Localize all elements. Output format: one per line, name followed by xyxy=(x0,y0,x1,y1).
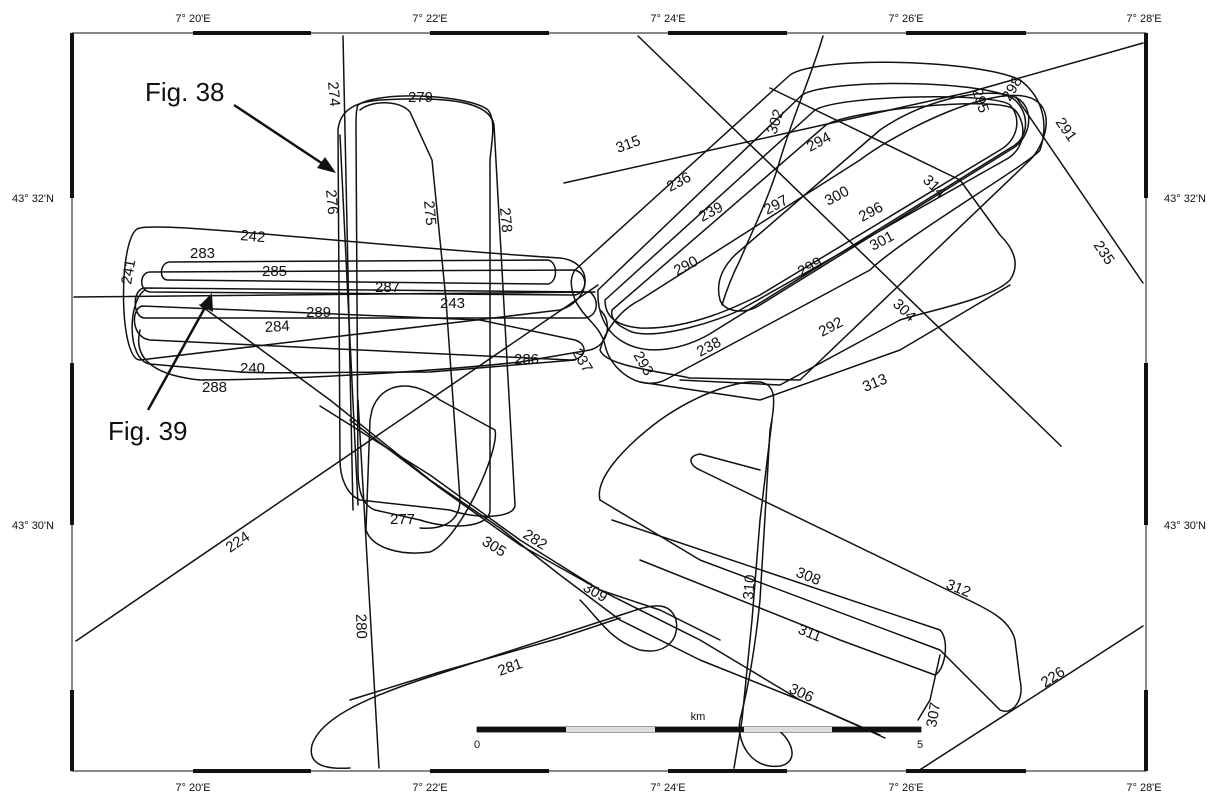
fig-38-arrow xyxy=(233,103,327,168)
track-label: 280 xyxy=(352,614,370,640)
track-226 xyxy=(917,625,1144,772)
track-299-loop xyxy=(717,92,1030,312)
lon-label: 7° 22'E xyxy=(412,13,447,25)
fig-38-label: Fig. 38 xyxy=(145,77,225,107)
track-main-ew xyxy=(73,291,596,298)
track-242-loop xyxy=(122,226,586,361)
track-302 xyxy=(721,35,824,306)
track-label: 289 xyxy=(306,304,331,321)
track-278-loop xyxy=(337,98,516,518)
lon-label: 7° 26'E xyxy=(888,782,923,794)
scale-unit: km xyxy=(691,711,706,723)
track-300-loop xyxy=(610,103,1024,335)
track-label: 307 xyxy=(923,701,944,729)
track-label: 241 xyxy=(118,258,139,286)
track-310 xyxy=(733,419,773,769)
latitude-labels: 43° 32'N 43° 30'N 43° 32'N 43° 30'N xyxy=(12,193,1206,532)
track-282 xyxy=(349,419,721,641)
track-313 xyxy=(639,284,1011,401)
track-276 xyxy=(339,134,359,506)
map-frame xyxy=(70,31,1148,773)
track-274 xyxy=(342,35,354,511)
survey-tracks xyxy=(73,35,1144,772)
track-281 xyxy=(349,617,621,701)
track-224 xyxy=(75,284,599,642)
track-label: 240 xyxy=(240,360,265,377)
track-label: 276 xyxy=(322,189,341,215)
track-label: 310 xyxy=(740,574,759,600)
track-280 xyxy=(357,399,380,769)
fig-38-arrowhead xyxy=(317,157,336,173)
track-277-loop xyxy=(365,385,497,554)
fig-39-arrow xyxy=(146,303,209,411)
track-314-loop xyxy=(679,87,1016,386)
track-label: 242 xyxy=(240,227,266,246)
track-label: 286 xyxy=(514,351,539,368)
lon-label: 7° 28'E xyxy=(1126,13,1161,25)
lat-label: 43° 32'N xyxy=(1164,193,1206,205)
track-label: 277 xyxy=(390,511,415,528)
track-279-loop xyxy=(355,95,494,527)
track-239-loop xyxy=(597,82,1027,351)
track-315 xyxy=(563,42,1144,184)
track-label: 275 xyxy=(420,200,439,226)
longitude-labels-bottom: 7° 20'E 7° 22'E 7° 24'E 7° 26'E 7° 28'E xyxy=(175,782,1161,794)
track-label: 285 xyxy=(262,263,287,280)
track-306 xyxy=(199,304,881,736)
track-290-loop xyxy=(604,96,1018,329)
track-308-loop xyxy=(598,381,793,767)
lat-label: 43° 30'N xyxy=(1164,520,1206,532)
track-285-loop xyxy=(141,269,586,296)
track-312-loop xyxy=(599,453,1022,712)
track-label: 243 xyxy=(440,295,465,312)
figure-annotations: Fig. 38 Fig. 39 xyxy=(108,77,336,446)
track-label: 283 xyxy=(190,245,215,262)
track-label: 288 xyxy=(202,379,227,396)
track-309-loop xyxy=(310,599,678,770)
lon-label: 7° 22'E xyxy=(412,782,447,794)
longitude-labels-top: 7° 20'E 7° 22'E 7° 24'E 7° 26'E 7° 28'E xyxy=(175,13,1161,25)
track-label: 279 xyxy=(408,89,433,106)
scale-start: 0 xyxy=(474,739,480,751)
lon-label: 7° 24'E xyxy=(650,13,685,25)
track-275-loop xyxy=(359,102,461,529)
scale-bar: km 0 5 xyxy=(474,711,923,751)
track-236-loop xyxy=(570,61,1045,385)
track-292-loop xyxy=(599,94,1047,381)
track-label: 287 xyxy=(375,279,400,296)
lon-label: 7° 24'E xyxy=(650,782,685,794)
fig-39-label: Fig. 39 xyxy=(108,416,188,446)
track-283-loop xyxy=(160,259,557,285)
track-241-loop xyxy=(131,289,576,374)
track-label: 302 xyxy=(764,107,788,136)
track-288-loop xyxy=(137,309,609,381)
fig-39-arrowhead xyxy=(200,293,213,312)
scale-end: 5 xyxy=(917,739,923,751)
track-289-loop xyxy=(134,287,597,319)
track-235 xyxy=(1015,96,1144,284)
track-label: 284 xyxy=(264,318,290,336)
lon-label: 7° 20'E xyxy=(175,13,210,25)
track-label: 274 xyxy=(324,81,343,107)
track-label: 295 xyxy=(968,86,992,115)
lon-label: 7° 26'E xyxy=(888,13,923,25)
track-307 xyxy=(917,654,941,721)
lat-label: 43° 32'N xyxy=(12,193,54,205)
lon-label: 7° 20'E xyxy=(175,782,210,794)
track-label: 278 xyxy=(496,207,515,233)
lat-label: 43° 30'N xyxy=(12,520,54,532)
lon-label: 7° 28'E xyxy=(1126,782,1161,794)
